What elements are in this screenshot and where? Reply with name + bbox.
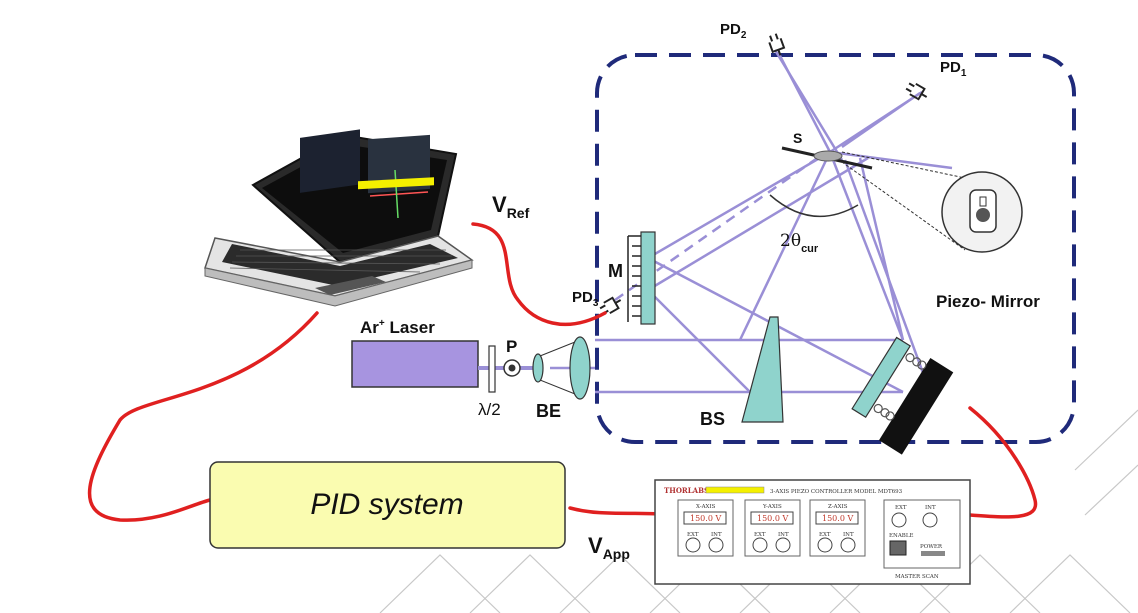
photodiode-icon: [599, 33, 928, 315]
sample-holder-icon: [941, 171, 1023, 253]
axis-panel-x: X-AXIS 150.0 V EXT INT: [677, 499, 734, 557]
pid-system-label: PID system: [310, 488, 463, 521]
ext-knob[interactable]: [752, 537, 768, 553]
axis-panel-y: Y-AXIS 150.0 V EXT INT: [744, 499, 801, 557]
int-label: INT: [778, 532, 789, 538]
vref-label: VRef: [492, 192, 530, 221]
controller-stripe: [705, 486, 765, 494]
ext-knob[interactable]: [685, 537, 701, 553]
int-knob[interactable]: [840, 537, 856, 553]
axis-voltage: 150.0 V: [822, 514, 853, 523]
enable-button[interactable]: [889, 540, 907, 556]
half-wave-label: λ/2: [478, 400, 501, 419]
int-label: INT: [711, 532, 722, 538]
axis-name: X-AXIS: [696, 504, 716, 510]
laptop-icon: [204, 129, 474, 307]
piezo-mirror: [851, 336, 954, 455]
right-ext-label: EXT: [895, 505, 907, 511]
beam-expander: [532, 336, 591, 400]
mirror-m: [627, 231, 656, 325]
right-ext-knob[interactable]: [891, 512, 907, 528]
angle-label: 2θcur: [780, 231, 819, 255]
angle-arc: [769, 194, 859, 218]
int-knob[interactable]: [775, 537, 791, 553]
pd2-label: PD2: [720, 21, 747, 41]
axis-panel-z: Z-AXIS 150.0 V EXT INT: [809, 499, 866, 557]
axis-name: Y-AXIS: [762, 504, 782, 510]
ext-label: EXT: [819, 532, 831, 538]
controller-model: 3-AXIS PIEZO CONTROLLER MODEL MDT693: [770, 489, 903, 495]
axis-voltage: 150.0 V: [690, 514, 721, 523]
beam-expander-label: BE: [536, 401, 561, 421]
piezo-controller: THORLABS 3-AXIS PIEZO CONTROLLER MODEL M…: [654, 479, 971, 585]
optical-enclosure: [595, 53, 1076, 444]
vapp-label: VApp: [588, 533, 630, 562]
ar-laser: [351, 340, 479, 388]
enable-label: ENABLE: [889, 533, 914, 539]
ext-label: EXT: [687, 532, 699, 538]
sample-label: S: [793, 130, 802, 146]
ext-knob[interactable]: [817, 537, 833, 553]
controller-brand: THORLABS: [664, 486, 709, 495]
ext-label: EXT: [754, 532, 766, 538]
polarizer-label: P: [506, 337, 517, 356]
sample-stage: [781, 146, 966, 251]
ar-laser-label: Ar+ Laser: [360, 318, 435, 337]
pd1-label: PD1: [940, 59, 967, 79]
pid-system-box: [209, 461, 566, 549]
power-label: POWER: [920, 544, 943, 550]
polarizer: [503, 359, 521, 377]
axis-name: Z-AXIS: [828, 504, 848, 510]
master-scan-label: MASTER SCAN: [895, 574, 939, 580]
signal-cables: [87, 222, 1038, 522]
int-knob[interactable]: [708, 537, 724, 553]
right-int-label: INT: [925, 505, 936, 511]
beam-splitter-label: BS: [700, 409, 725, 429]
beam-splitter: [741, 316, 784, 423]
power-switch[interactable]: [921, 551, 945, 556]
piezo-mirror-label: Piezo- Mirror: [936, 292, 1040, 311]
half-wave-plate: [488, 345, 496, 393]
mirror-m-label: M: [608, 261, 623, 281]
right-int-knob[interactable]: [922, 512, 938, 528]
axis-voltage: 150.0 V: [757, 514, 788, 523]
master-panel: EXT INT ENABLE POWER MASTER SCAN: [883, 499, 961, 580]
int-label: INT: [843, 532, 854, 538]
pd3-label: PD3: [572, 289, 599, 309]
